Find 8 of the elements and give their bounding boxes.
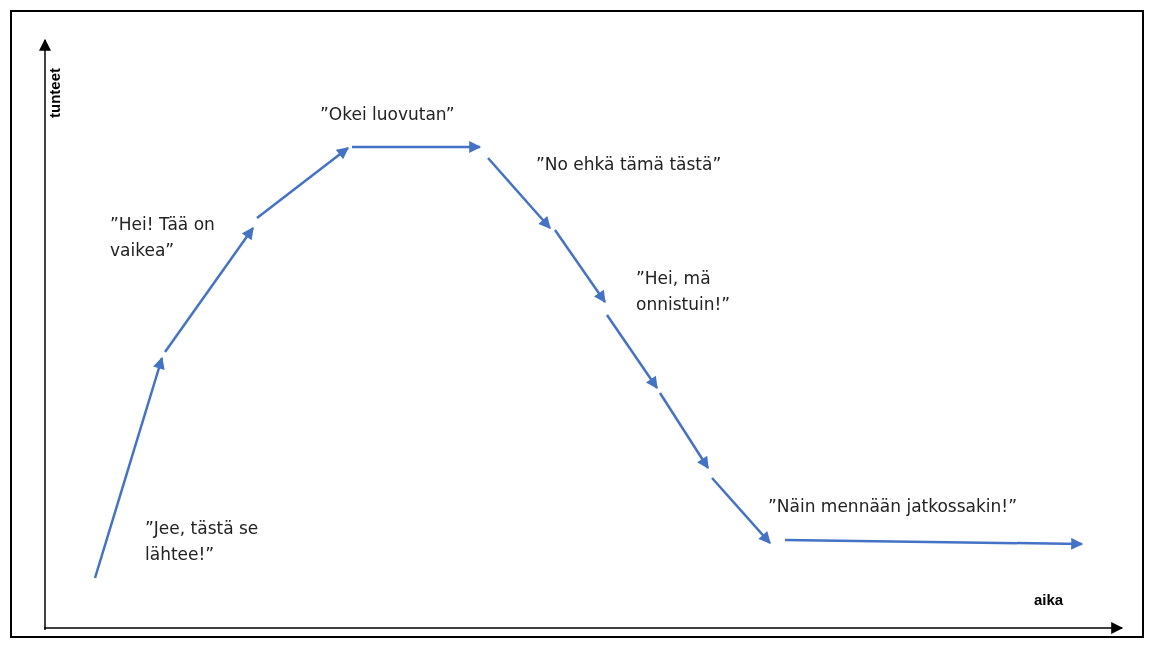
speech-quote: ”Hei, mä onnistuin!” [636,267,732,316]
speech-quote: ”Hei! Tää on vaikea” [110,213,216,262]
speech-quote: ”Jee, tästä se lähtee!” [145,517,260,566]
x-axis-label: aika [1034,590,1064,610]
speech-quote: ”Okei luovutan” [320,103,455,126]
speech-quote: ”Näin mennään jatkossakin!” [768,495,1017,518]
y-axis-label: tunteet [45,68,64,118]
speech-quote: ”No ehkä tämä tästä” [536,153,722,176]
